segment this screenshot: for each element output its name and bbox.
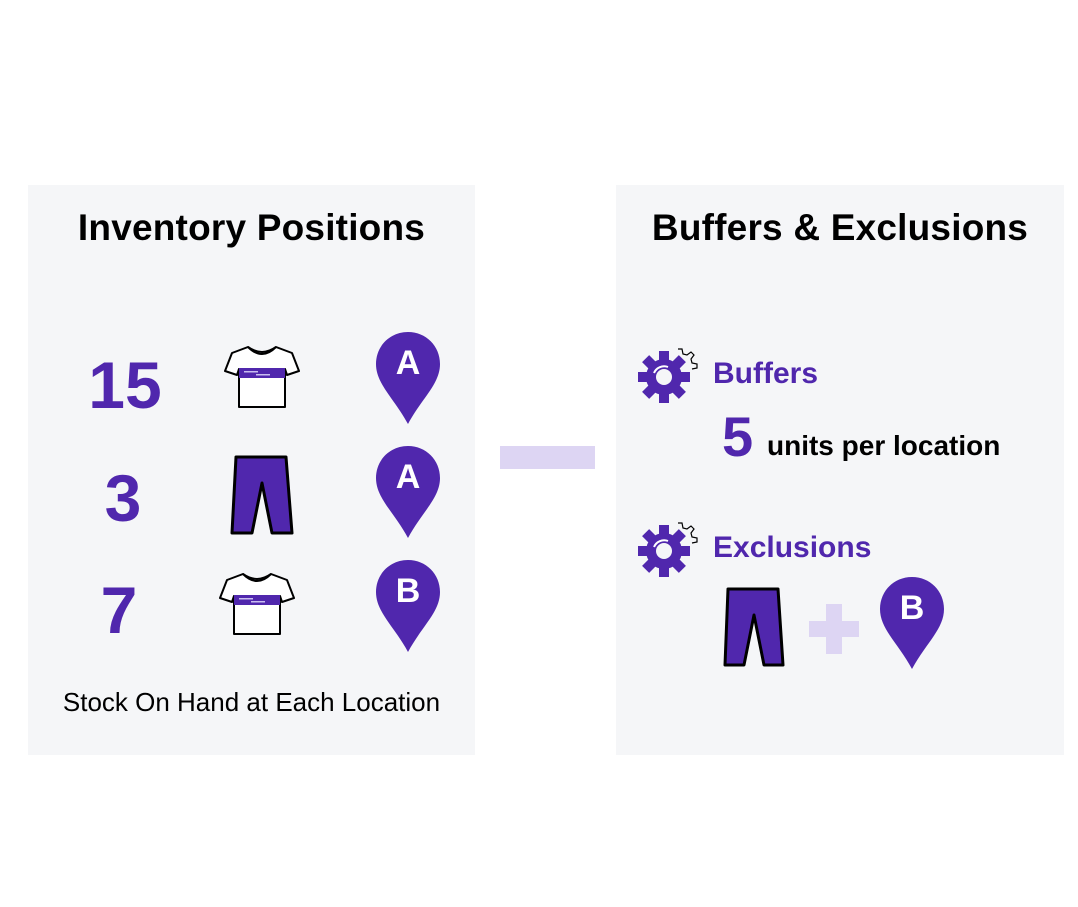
exclusions-label: Exclusions <box>713 531 872 564</box>
buffer-units-value: 5 <box>722 405 754 468</box>
buffers-exclusions-title: Buffers & Exclusions <box>651 207 1029 248</box>
tshirt-icon <box>219 573 295 635</box>
pants-icon <box>723 587 785 667</box>
buffers-exclusions-panel: Buffers & Exclusions Buffers 5 units per… <box>616 185 1064 755</box>
buffer-units-text: units per location <box>767 430 1001 461</box>
location-pin-icon: B <box>376 560 440 652</box>
plus-operator-icon <box>809 604 859 654</box>
row-1-quantity: 15 <box>88 348 162 422</box>
stock-caption: Stock On Hand at Each Location <box>62 687 441 717</box>
location-pin-icon: A <box>376 332 440 424</box>
buffers-label: Buffers <box>713 357 819 390</box>
pants-icon <box>230 455 294 535</box>
gear-icon <box>638 522 698 577</box>
inventory-positions-title: Inventory Positions <box>77 207 426 248</box>
minus-operator-icon <box>500 446 595 469</box>
row-2-quantity: 3 <box>104 461 142 535</box>
location-pin-icon: A <box>376 446 440 538</box>
inventory-positions-panel: Inventory Positions 15 A 3 A 7 B Stock O… <box>28 185 475 755</box>
row-3-quantity: 7 <box>100 573 138 647</box>
pin-letter: B <box>900 589 925 627</box>
tshirt-icon <box>224 346 300 408</box>
pin-letter: B <box>396 572 421 610</box>
pin-letter: A <box>396 458 421 496</box>
pin-letter: A <box>396 344 421 382</box>
location-pin-icon: B <box>880 577 944 669</box>
gear-icon <box>638 348 698 403</box>
